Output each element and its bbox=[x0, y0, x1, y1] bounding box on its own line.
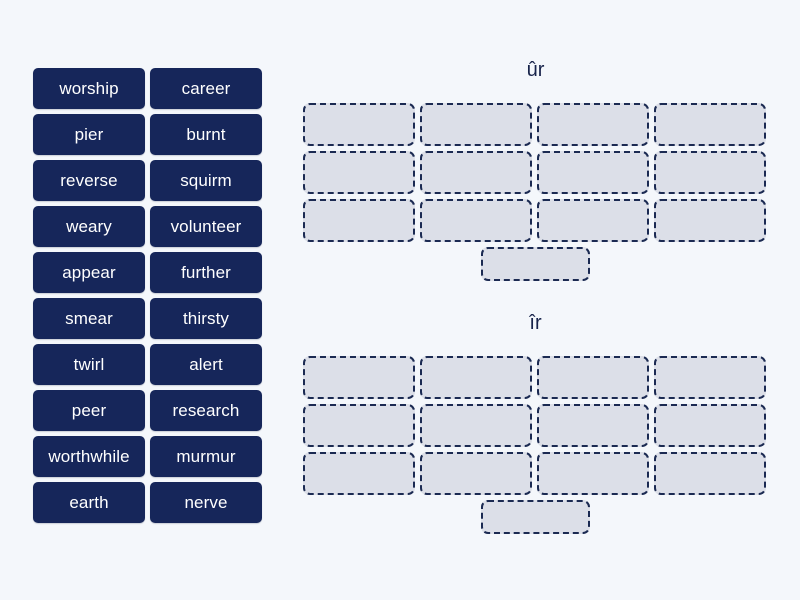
word-tile[interactable]: pier bbox=[33, 114, 145, 155]
word-tile[interactable]: peer bbox=[33, 390, 145, 431]
group-title-ur: ûr bbox=[526, 59, 545, 81]
drop-slot[interactable] bbox=[654, 356, 766, 399]
drop-extra-row-ir bbox=[303, 500, 768, 534]
drop-slot-extra[interactable] bbox=[481, 247, 590, 281]
drop-slot[interactable] bbox=[537, 103, 649, 146]
drop-slot[interactable] bbox=[420, 356, 532, 399]
drop-slot[interactable] bbox=[537, 151, 649, 194]
drop-slot-extra[interactable] bbox=[481, 500, 590, 534]
drop-slot[interactable] bbox=[537, 404, 649, 447]
word-tile[interactable]: research bbox=[150, 390, 262, 431]
drop-slot[interactable] bbox=[537, 199, 649, 242]
drop-slot[interactable] bbox=[303, 103, 415, 146]
drop-slot[interactable] bbox=[303, 356, 415, 399]
drop-slot[interactable] bbox=[303, 199, 415, 242]
word-tile[interactable]: twirl bbox=[33, 344, 145, 385]
word-tile[interactable]: alert bbox=[150, 344, 262, 385]
word-tile[interactable]: further bbox=[150, 252, 262, 293]
drop-slot[interactable] bbox=[420, 404, 532, 447]
drop-slot[interactable] bbox=[537, 356, 649, 399]
group-title-ir: îr bbox=[529, 312, 542, 334]
drop-grid-ir bbox=[303, 356, 768, 495]
drop-slot[interactable] bbox=[420, 199, 532, 242]
word-tile[interactable]: squirm bbox=[150, 160, 262, 201]
word-tile[interactable]: volunteer bbox=[150, 206, 262, 247]
drop-slot[interactable] bbox=[654, 404, 766, 447]
word-tile[interactable]: weary bbox=[33, 206, 145, 247]
word-tile[interactable]: burnt bbox=[150, 114, 262, 155]
word-tile[interactable]: worthwhile bbox=[33, 436, 145, 477]
drop-slot[interactable] bbox=[420, 452, 532, 495]
drop-slot[interactable] bbox=[420, 103, 532, 146]
word-bank: worship career pier burnt reverse squirm… bbox=[33, 68, 262, 523]
drop-slot[interactable] bbox=[654, 151, 766, 194]
word-tile[interactable]: earth bbox=[33, 482, 145, 523]
word-tile[interactable]: career bbox=[150, 68, 262, 109]
drop-slot[interactable] bbox=[420, 151, 532, 194]
drop-slot[interactable] bbox=[654, 199, 766, 242]
word-tile[interactable]: thirsty bbox=[150, 298, 262, 339]
sort-group-ir: îr bbox=[303, 313, 768, 534]
drop-slot[interactable] bbox=[303, 151, 415, 194]
drop-slot[interactable] bbox=[654, 452, 766, 495]
word-tile[interactable]: smear bbox=[33, 298, 145, 339]
word-tile[interactable]: worship bbox=[33, 68, 145, 109]
word-tile[interactable]: murmur bbox=[150, 436, 262, 477]
drop-slot[interactable] bbox=[303, 452, 415, 495]
drop-slot[interactable] bbox=[654, 103, 766, 146]
drop-slot[interactable] bbox=[303, 404, 415, 447]
drop-grid-ur bbox=[303, 103, 768, 242]
drop-slot[interactable] bbox=[537, 452, 649, 495]
word-tile[interactable]: nerve bbox=[150, 482, 262, 523]
drop-extra-row-ur bbox=[303, 247, 768, 281]
word-tile[interactable]: appear bbox=[33, 252, 145, 293]
sort-group-ur: ûr bbox=[303, 60, 768, 281]
word-tile[interactable]: reverse bbox=[33, 160, 145, 201]
